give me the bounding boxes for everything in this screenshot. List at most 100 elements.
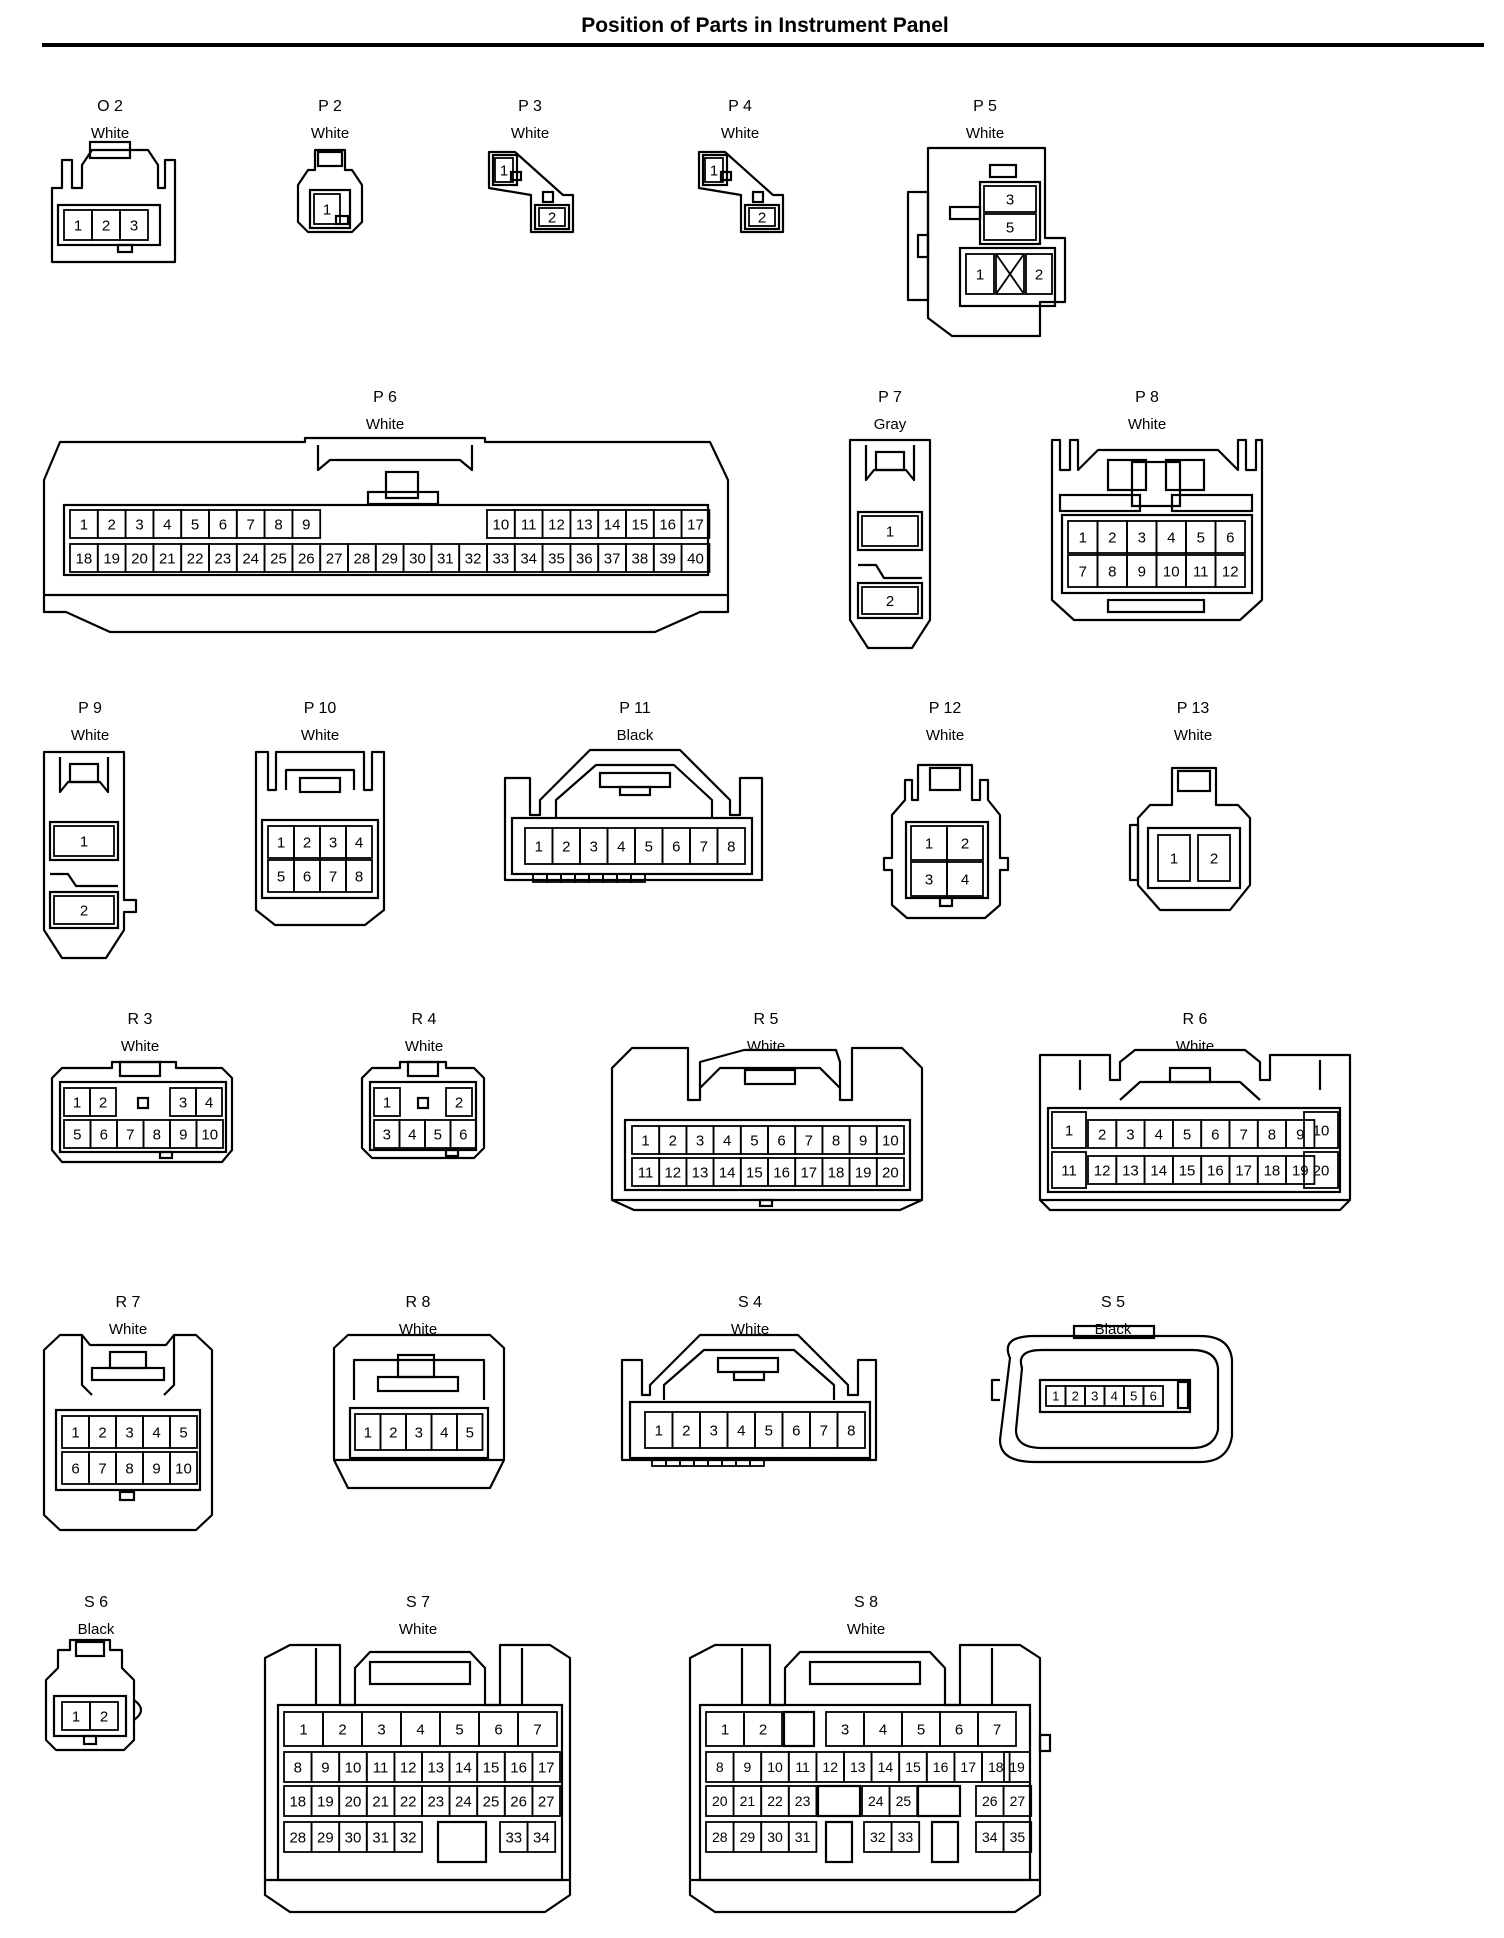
pin-number: 8 [847,1422,855,1439]
pin-number: 13 [576,516,593,533]
connector-color: White [721,125,759,142]
pin-number: 1 [277,834,285,851]
pin-number: 28 [712,1829,728,1845]
connector-color: White [399,1321,437,1338]
pin-number: 5 [73,1126,81,1143]
pin-number: 10 [201,1126,218,1143]
pin-number: 34 [520,550,537,567]
pin-number: 20 [712,1793,728,1809]
title-rule [42,43,1484,47]
pin-number: 11 [521,516,537,533]
pin-number: 13 [692,1164,709,1181]
pin-number: 3 [710,1422,718,1439]
pin-number: 6 [100,1126,108,1143]
pin-number: 38 [632,550,649,567]
connector-color: White [109,1321,147,1338]
pin-number: 6 [303,868,311,885]
pin-number: 27 [326,550,343,567]
pin-number: 3 [1091,1389,1098,1404]
pin-number: 17 [1235,1162,1252,1179]
connector-color: White [71,727,109,744]
pin-number: 7 [247,516,255,533]
pin-number: 2 [108,516,116,533]
pin-number: 7 [329,868,337,885]
pin-number: 29 [317,1829,334,1846]
pin-number: 4 [440,1424,448,1441]
pin-number: 9 [1138,563,1146,580]
pin-number: 32 [465,550,482,567]
pin-number: 8 [355,868,363,885]
pin-number: 8 [832,1132,840,1149]
pin-number: 1 [323,201,331,218]
pin-number: 16 [659,516,676,533]
pin-number: 4 [723,1132,731,1149]
connector-code: P 6 [373,389,397,406]
page-title: Position of Parts in Instrument Panel [581,14,949,37]
pin-number: 13 [427,1759,444,1776]
pin-number: 7 [993,1721,1001,1738]
pin-number: 2 [102,217,110,234]
pin-number: 4 [879,1721,887,1738]
pin-number: 4 [617,838,625,855]
pin-number: 2 [1072,1389,1079,1404]
pin-number: 12 [1094,1162,1111,1179]
pin-number: 2 [100,1708,108,1725]
pin-number: 20 [1313,1162,1330,1179]
connector-code: S 6 [84,1594,108,1611]
connector-color: White [1176,1038,1214,1055]
pin-number: 5 [645,838,653,855]
pin-number: 26 [982,1793,998,1809]
pin-number: 2 [455,1094,463,1111]
pin-number: 21 [372,1793,389,1810]
pin-number: 10 [882,1132,899,1149]
connector-color: White [747,1038,785,1055]
pin-number: 31 [795,1829,811,1845]
pin-number: 35 [1010,1829,1026,1845]
pin-number: 4 [205,1094,213,1111]
pin-number: 35 [548,550,565,567]
pin-number: 23 [215,550,232,567]
pin-number: 2 [1210,850,1218,867]
pin-number: 21 [740,1793,756,1809]
pin-number: 2 [759,1721,767,1738]
pin-number: 6 [219,516,227,533]
connector-code: P 5 [973,98,997,115]
pin-number: 6 [459,1126,467,1143]
pin-number: 36 [576,550,593,567]
pin-number: 2 [669,1132,677,1149]
connector-p9: 12 [42,750,138,960]
pin-number: 22 [400,1793,417,1810]
pin-number: 31 [372,1829,389,1846]
connector-code: P 7 [878,389,902,406]
pin-number: 2 [303,834,311,851]
pin-number: 1 [80,516,88,533]
connector-code: S 5 [1101,1294,1125,1311]
pin-number: 33 [505,1829,522,1846]
pin-number: 32 [870,1829,886,1845]
pin-number: 12 [664,1164,681,1181]
pin-number: 3 [590,838,598,855]
pin-number: 2 [961,835,969,852]
pin-number: 4 [163,516,171,533]
connector-code: P 11 [619,700,651,717]
pin-number: 3 [125,1424,133,1441]
pin-number: 17 [800,1164,817,1181]
